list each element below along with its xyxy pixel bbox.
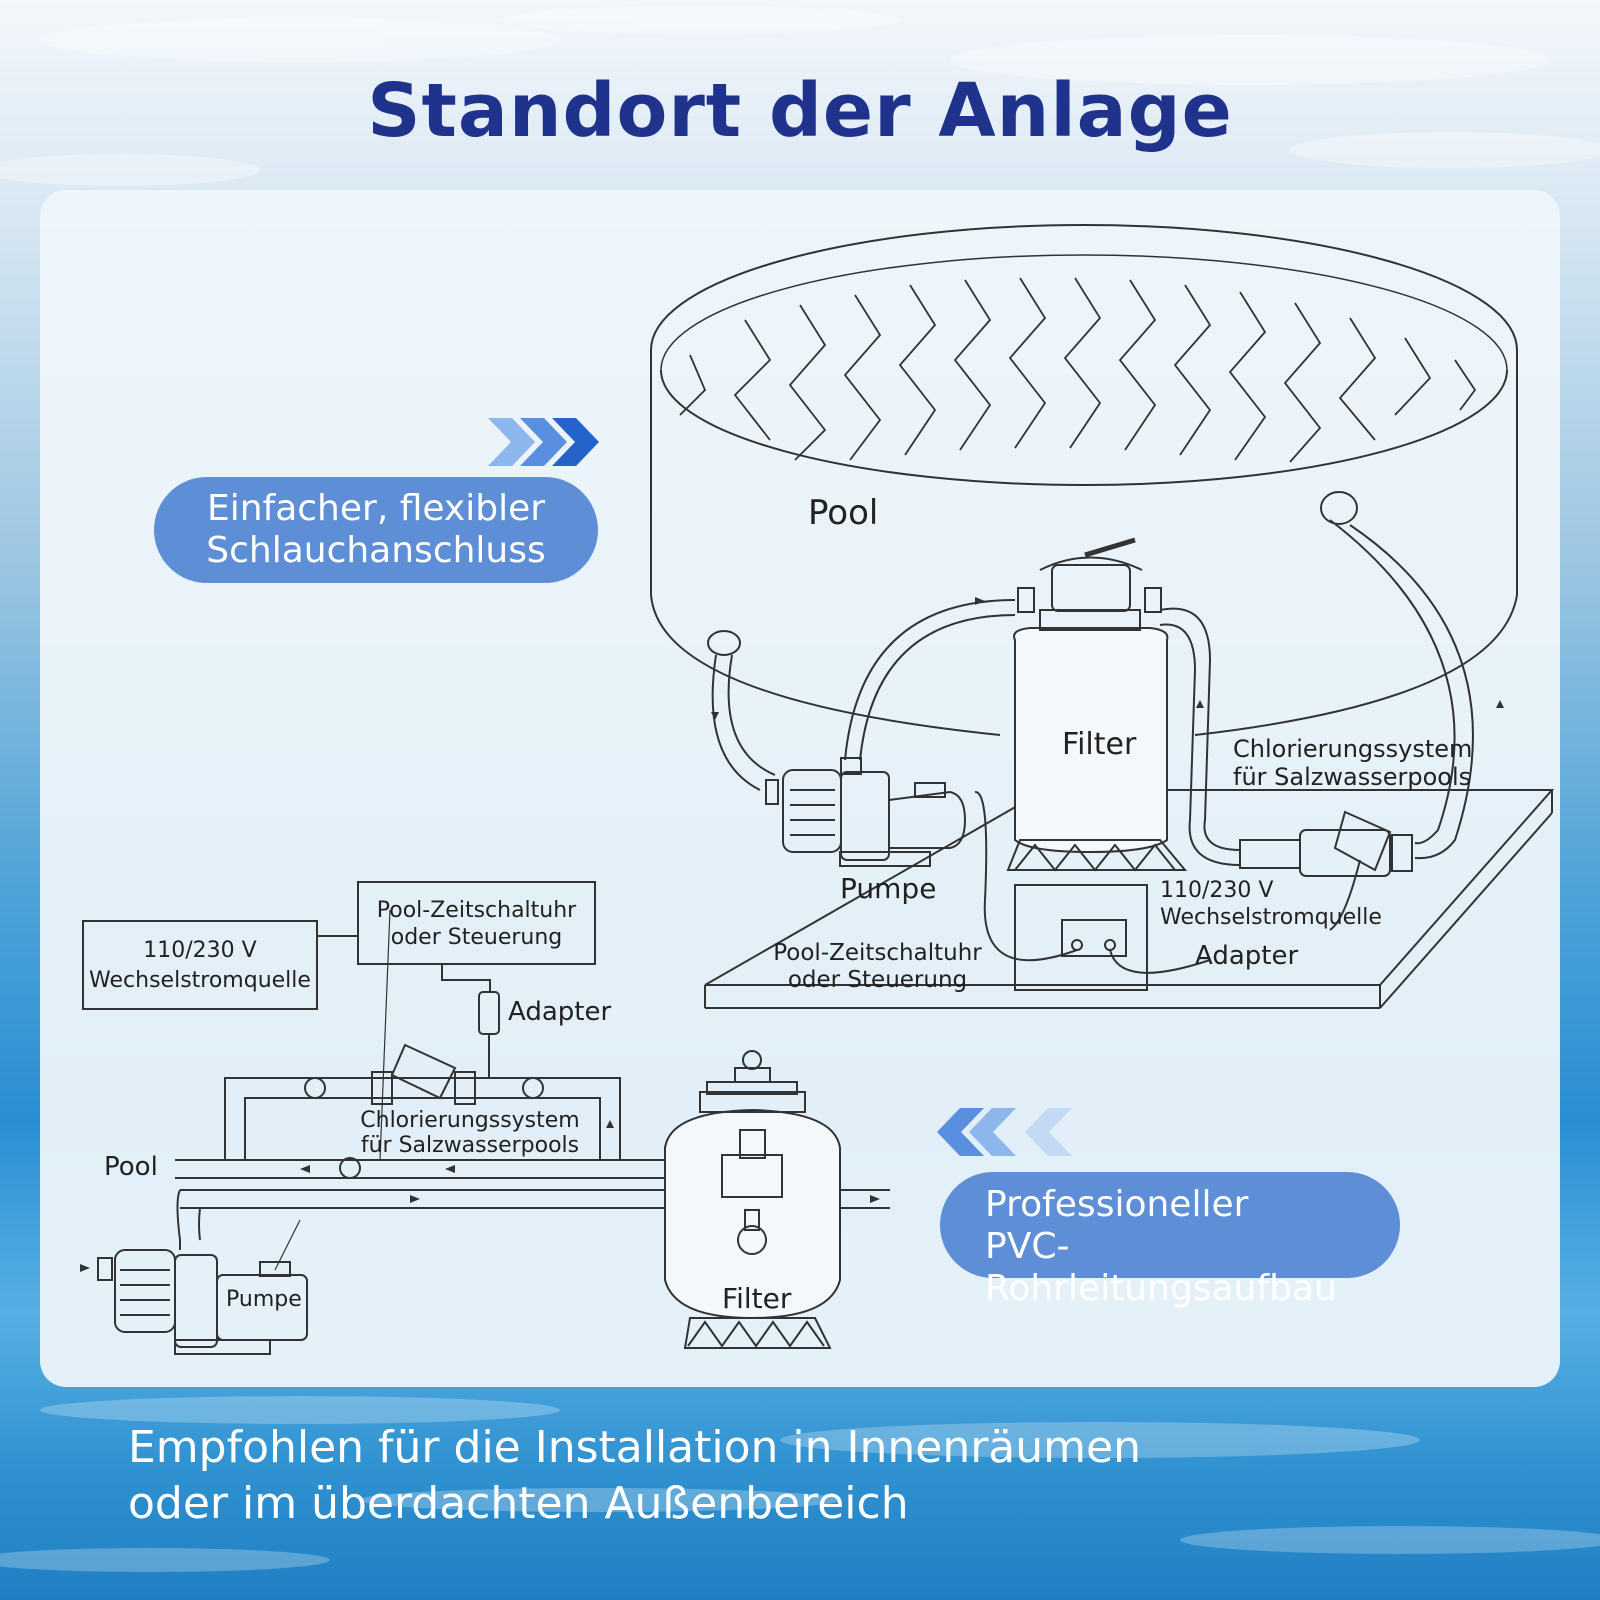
footer-note: Empfohlen für die Installation in Innenr… (128, 1422, 1141, 1529)
page-title: Standort der Anlage (367, 68, 1233, 154)
bottom-adapter-label: Adapter (508, 997, 612, 1027)
bottom-timer-label: Pool-Zeitschaltuhr oder Steuerung (376, 898, 577, 950)
top-pool-label: Pool (808, 493, 879, 533)
top-filter-label: Filter (1062, 727, 1137, 762)
flow-arrows (80, 597, 1504, 1272)
top-control-box (974, 791, 1361, 991)
top-filter-drawing (1006, 537, 1188, 872)
bottom-pool-label: Pool (104, 1152, 158, 1182)
bottom-boxes (82, 881, 596, 1078)
top-power-label: 110/230 V Wechselstromquelle (1160, 878, 1382, 930)
chevron-right-icon (488, 418, 599, 466)
bottom-power-label: 110/230 V Wechselstromquelle (89, 938, 311, 993)
bottom-chlorination-label: Chlorierungssystem für Salzwasserpools (360, 1108, 580, 1158)
chevron-left-icon (937, 1108, 1072, 1156)
platform-drawing (704, 789, 1555, 1009)
top-hoses (711, 519, 1474, 877)
pool-drawing (650, 224, 1518, 736)
top-pump-label: Pumpe (840, 872, 937, 905)
bottom-pump-drawing (97, 1249, 308, 1355)
top-pump-drawing (765, 757, 967, 867)
bottom-filter-label: Filter (722, 1282, 792, 1315)
pvc-callout: Professioneller PVC-Rohrleitungsaufbau (940, 1172, 1400, 1309)
top-adapter-label: Adapter (1195, 941, 1299, 971)
hose-callout: Einfacher, flexibler Schlauchanschluss (154, 477, 598, 583)
top-chlorination-label: Chlorierungssystem für Salzwasserpools (1233, 735, 1473, 791)
bottom-filter-drawing (664, 1050, 841, 1349)
top-timer-label: Pool-Zeitschaltuhr oder Steuerung (773, 940, 982, 993)
bottom-pump-label: Pumpe (226, 1287, 302, 1312)
